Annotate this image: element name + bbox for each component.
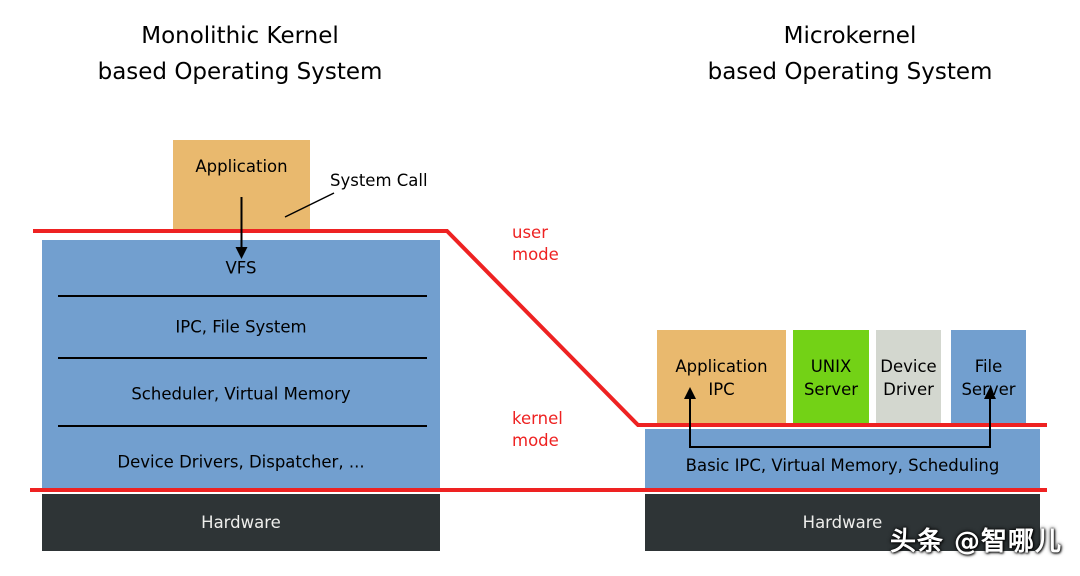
microkernel-title-line2: based Operating System <box>707 59 993 85</box>
user-mode-label: user mode <box>512 222 559 266</box>
server-device-driver-line2: Driver <box>883 379 934 399</box>
microkernel-title: Microkernel based Operating System <box>650 18 1050 90</box>
kernel-mode-line2: mode <box>512 431 559 450</box>
layer-scheduler-vm: Scheduler, Virtual Memory <box>131 384 351 404</box>
server-file: File Server <box>951 330 1026 425</box>
server-application-ipc-line1: Application <box>675 356 768 376</box>
kernel-mode-label: kernel mode <box>512 408 563 452</box>
monolithic-kernel-box: VFS IPC, File System Scheduler, Virtual … <box>42 240 440 490</box>
monolithic-title-line2: based Operating System <box>97 59 383 85</box>
server-application-ipc-line2: IPC <box>708 379 735 399</box>
monolithic-hardware-box: Hardware <box>42 494 440 551</box>
server-device-driver: Device Driver <box>876 330 941 425</box>
microkernel-layer-label: Basic IPC, Virtual Memory, Scheduling <box>685 456 1000 475</box>
watermark: 头条 @智哪儿 <box>890 527 1063 557</box>
server-unix: UNIX Server <box>793 330 869 425</box>
layer-divider-3 <box>58 425 427 427</box>
monolithic-title-line1: Monolithic Kernel <box>141 23 339 49</box>
layer-vfs: VFS <box>225 258 257 278</box>
server-file-line1: File <box>974 356 1003 376</box>
system-call-label: System Call <box>330 171 428 190</box>
server-file-line2: Server <box>961 379 1016 399</box>
microkernel-hardware-label: Hardware <box>802 513 883 532</box>
server-device-driver-line1: Device <box>880 356 937 376</box>
monolithic-hardware-label: Hardware <box>201 513 281 532</box>
layer-device-drivers: Device Drivers, Dispatcher, ... <box>117 452 365 472</box>
user-mode-line2: mode <box>512 245 559 264</box>
server-unix-line1: UNIX <box>810 356 852 376</box>
monolithic-title: Monolithic Kernel based Operating System <box>40 18 440 90</box>
layer-divider-2 <box>58 357 427 359</box>
kernel-mode-line1: kernel <box>512 409 563 428</box>
microkernel-title-line1: Microkernel <box>783 23 917 49</box>
server-application-ipc: Application IPC <box>657 330 786 425</box>
microkernel-hardware-box: Hardware <box>645 494 1040 551</box>
server-unix-line2: Server <box>803 379 859 399</box>
layer-ipc-filesystem: IPC, File System <box>175 317 307 337</box>
application-box: Application <box>173 140 310 232</box>
layer-divider-1 <box>58 295 427 297</box>
microkernel-box: Basic IPC, Virtual Memory, Scheduling <box>645 429 1040 490</box>
application-label: Application <box>195 157 288 176</box>
user-mode-line1: user <box>512 223 548 242</box>
